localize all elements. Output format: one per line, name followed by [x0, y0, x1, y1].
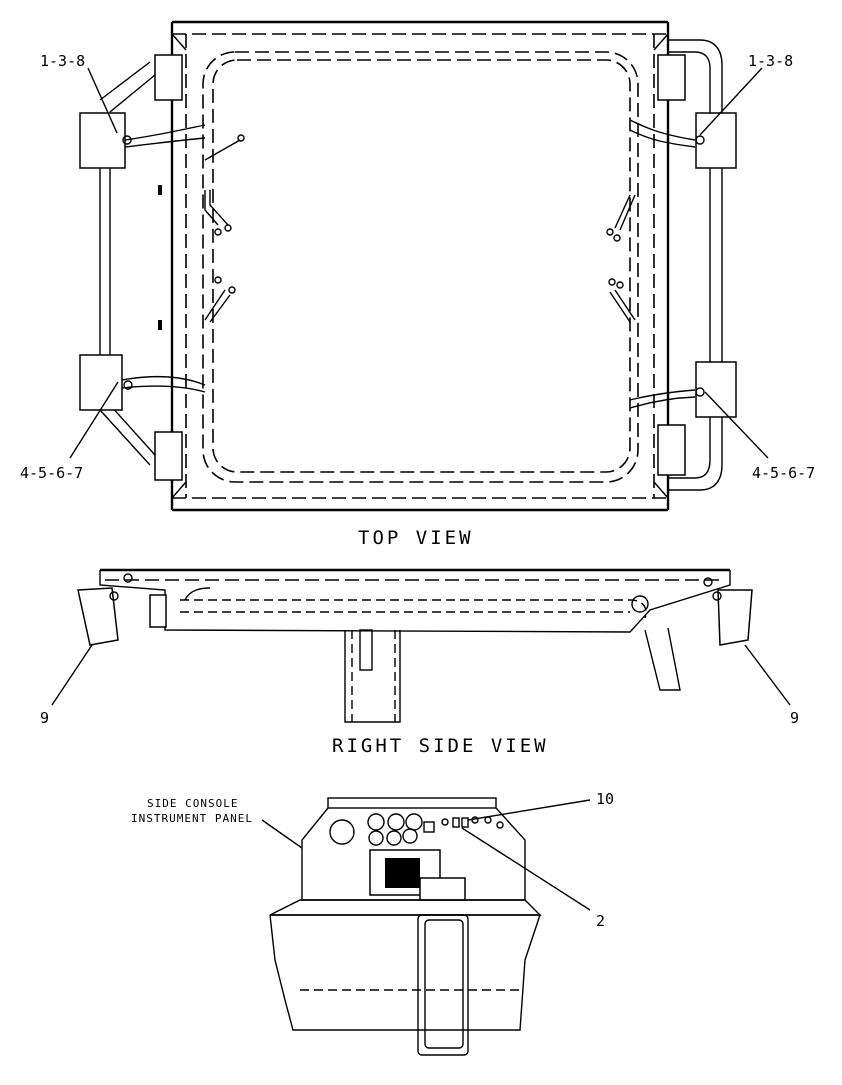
- top-view-callouts: 1-3-8 1-3-8 4-5-6-7 4-5-6-7: [20, 52, 815, 482]
- console-label-line1: SIDE CONSOLE: [147, 797, 238, 810]
- callout-4-5-6-7-right: 4-5-6-7: [752, 464, 815, 482]
- callout-10: 10: [596, 790, 614, 808]
- callout-9-left: 9: [40, 709, 49, 727]
- callout-1-3-8-right: 1-3-8: [748, 52, 793, 70]
- callout-9-right: 9: [790, 709, 799, 727]
- callout-1-3-8-left: 1-3-8: [40, 52, 85, 70]
- right-side-view-drawing: [77, 568, 753, 723]
- console-callouts: SIDE CONSOLE INSTRUMENT PANEL 10 2: [131, 790, 614, 930]
- side-console-drawing: [269, 797, 542, 1056]
- callout-2: 2: [596, 912, 605, 930]
- top-view-drawing: [79, 20, 737, 512]
- top-view-title: TOP VIEW: [358, 527, 474, 549]
- side-view-callouts: 9 9: [40, 644, 799, 727]
- console-label-line2: INSTRUMENT PANEL: [131, 812, 253, 825]
- callout-4-5-6-7-left: 4-5-6-7: [20, 464, 83, 482]
- right-side-view-title: RIGHT SIDE VIEW: [332, 735, 549, 757]
